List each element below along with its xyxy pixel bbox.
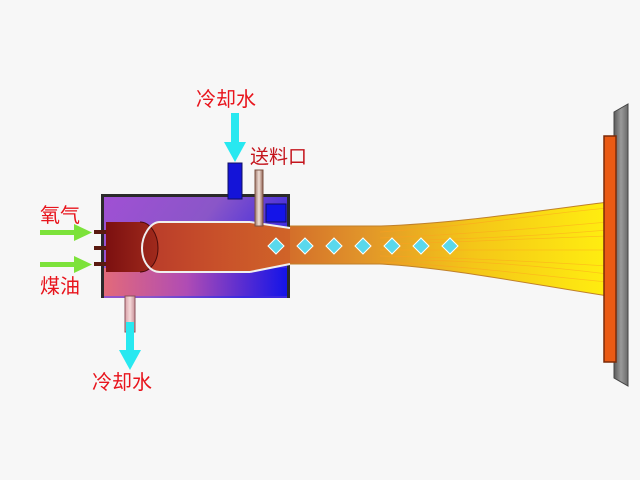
gun-body [94,194,291,298]
cooling-block-upper [265,203,287,223]
mix-inlet-tube [94,246,106,250]
combustion-chamber [142,222,290,272]
kerosene-label: 煤油 [40,274,80,298]
oxygen-arrow [40,224,92,241]
feed-port-pipe [254,169,264,227]
cooling-water-in-arrow [224,113,246,162]
powder-particle [296,237,314,255]
powder-particles [267,237,459,255]
oxygen-label: 氧气 [40,203,80,227]
cooling-water-out-label: 冷却水 [92,370,152,394]
spray-plume [249,201,609,297]
powder-particle [267,237,285,255]
oxygen-inlet-tube [94,230,106,234]
nozzle-head [106,222,158,272]
cooling-water-in-label: 冷却水 [196,87,256,111]
coating-layer [603,135,617,363]
cooling-water-inlet-pipe [227,162,243,200]
cooling-water-out-arrow [119,322,141,370]
feed-port-label: 送料口 [250,146,307,168]
powder-particle [354,237,372,255]
substrate [603,103,629,387]
powder-particle [441,237,459,255]
kerosene-inlet-tube [94,262,106,266]
kerosene-arrow [40,256,92,273]
powder-particle [325,237,343,255]
powder-particle [412,237,430,255]
powder-particle [383,237,401,255]
